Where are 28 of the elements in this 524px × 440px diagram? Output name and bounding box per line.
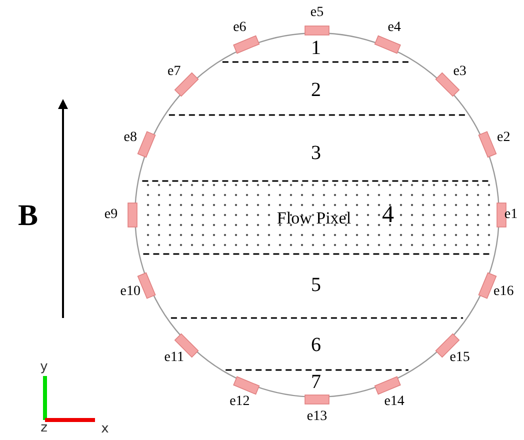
electrode-label: e14 [384, 394, 404, 409]
electrode-label: e11 [164, 350, 184, 365]
axis-label: x [101, 422, 109, 436]
electrode-label: e12 [230, 394, 250, 409]
layer-number: 2 [311, 80, 321, 100]
electrode-label: e4 [388, 21, 401, 36]
layer-number: 7 [311, 372, 321, 392]
field-label: B [18, 201, 38, 231]
electrode-label: e10 [120, 285, 140, 300]
electrode-label: e1 [504, 208, 518, 222]
electrode-label: e6 [233, 21, 246, 36]
layer-number: 3 [311, 143, 321, 163]
electrode-label: e9 [104, 208, 118, 222]
axis-label: y [40, 360, 48, 374]
electrode-label: e15 [450, 350, 470, 365]
electrode-label: e8 [124, 130, 137, 145]
electrode-label: e5 [310, 6, 324, 20]
electrode-label: e16 [494, 285, 514, 300]
region-label: Flow Pixel [276, 210, 352, 226]
layer-number: 1 [311, 38, 321, 58]
electrode-label: e2 [497, 130, 510, 145]
electrode-label: e13 [306, 410, 328, 424]
electrode-label: e7 [168, 65, 181, 80]
layer-number: 6 [311, 335, 321, 355]
axis-label: z [40, 422, 48, 434]
electrode-label: e3 [453, 65, 466, 80]
layer-number: 5 [311, 275, 321, 295]
layer-number: 4 [382, 203, 394, 227]
